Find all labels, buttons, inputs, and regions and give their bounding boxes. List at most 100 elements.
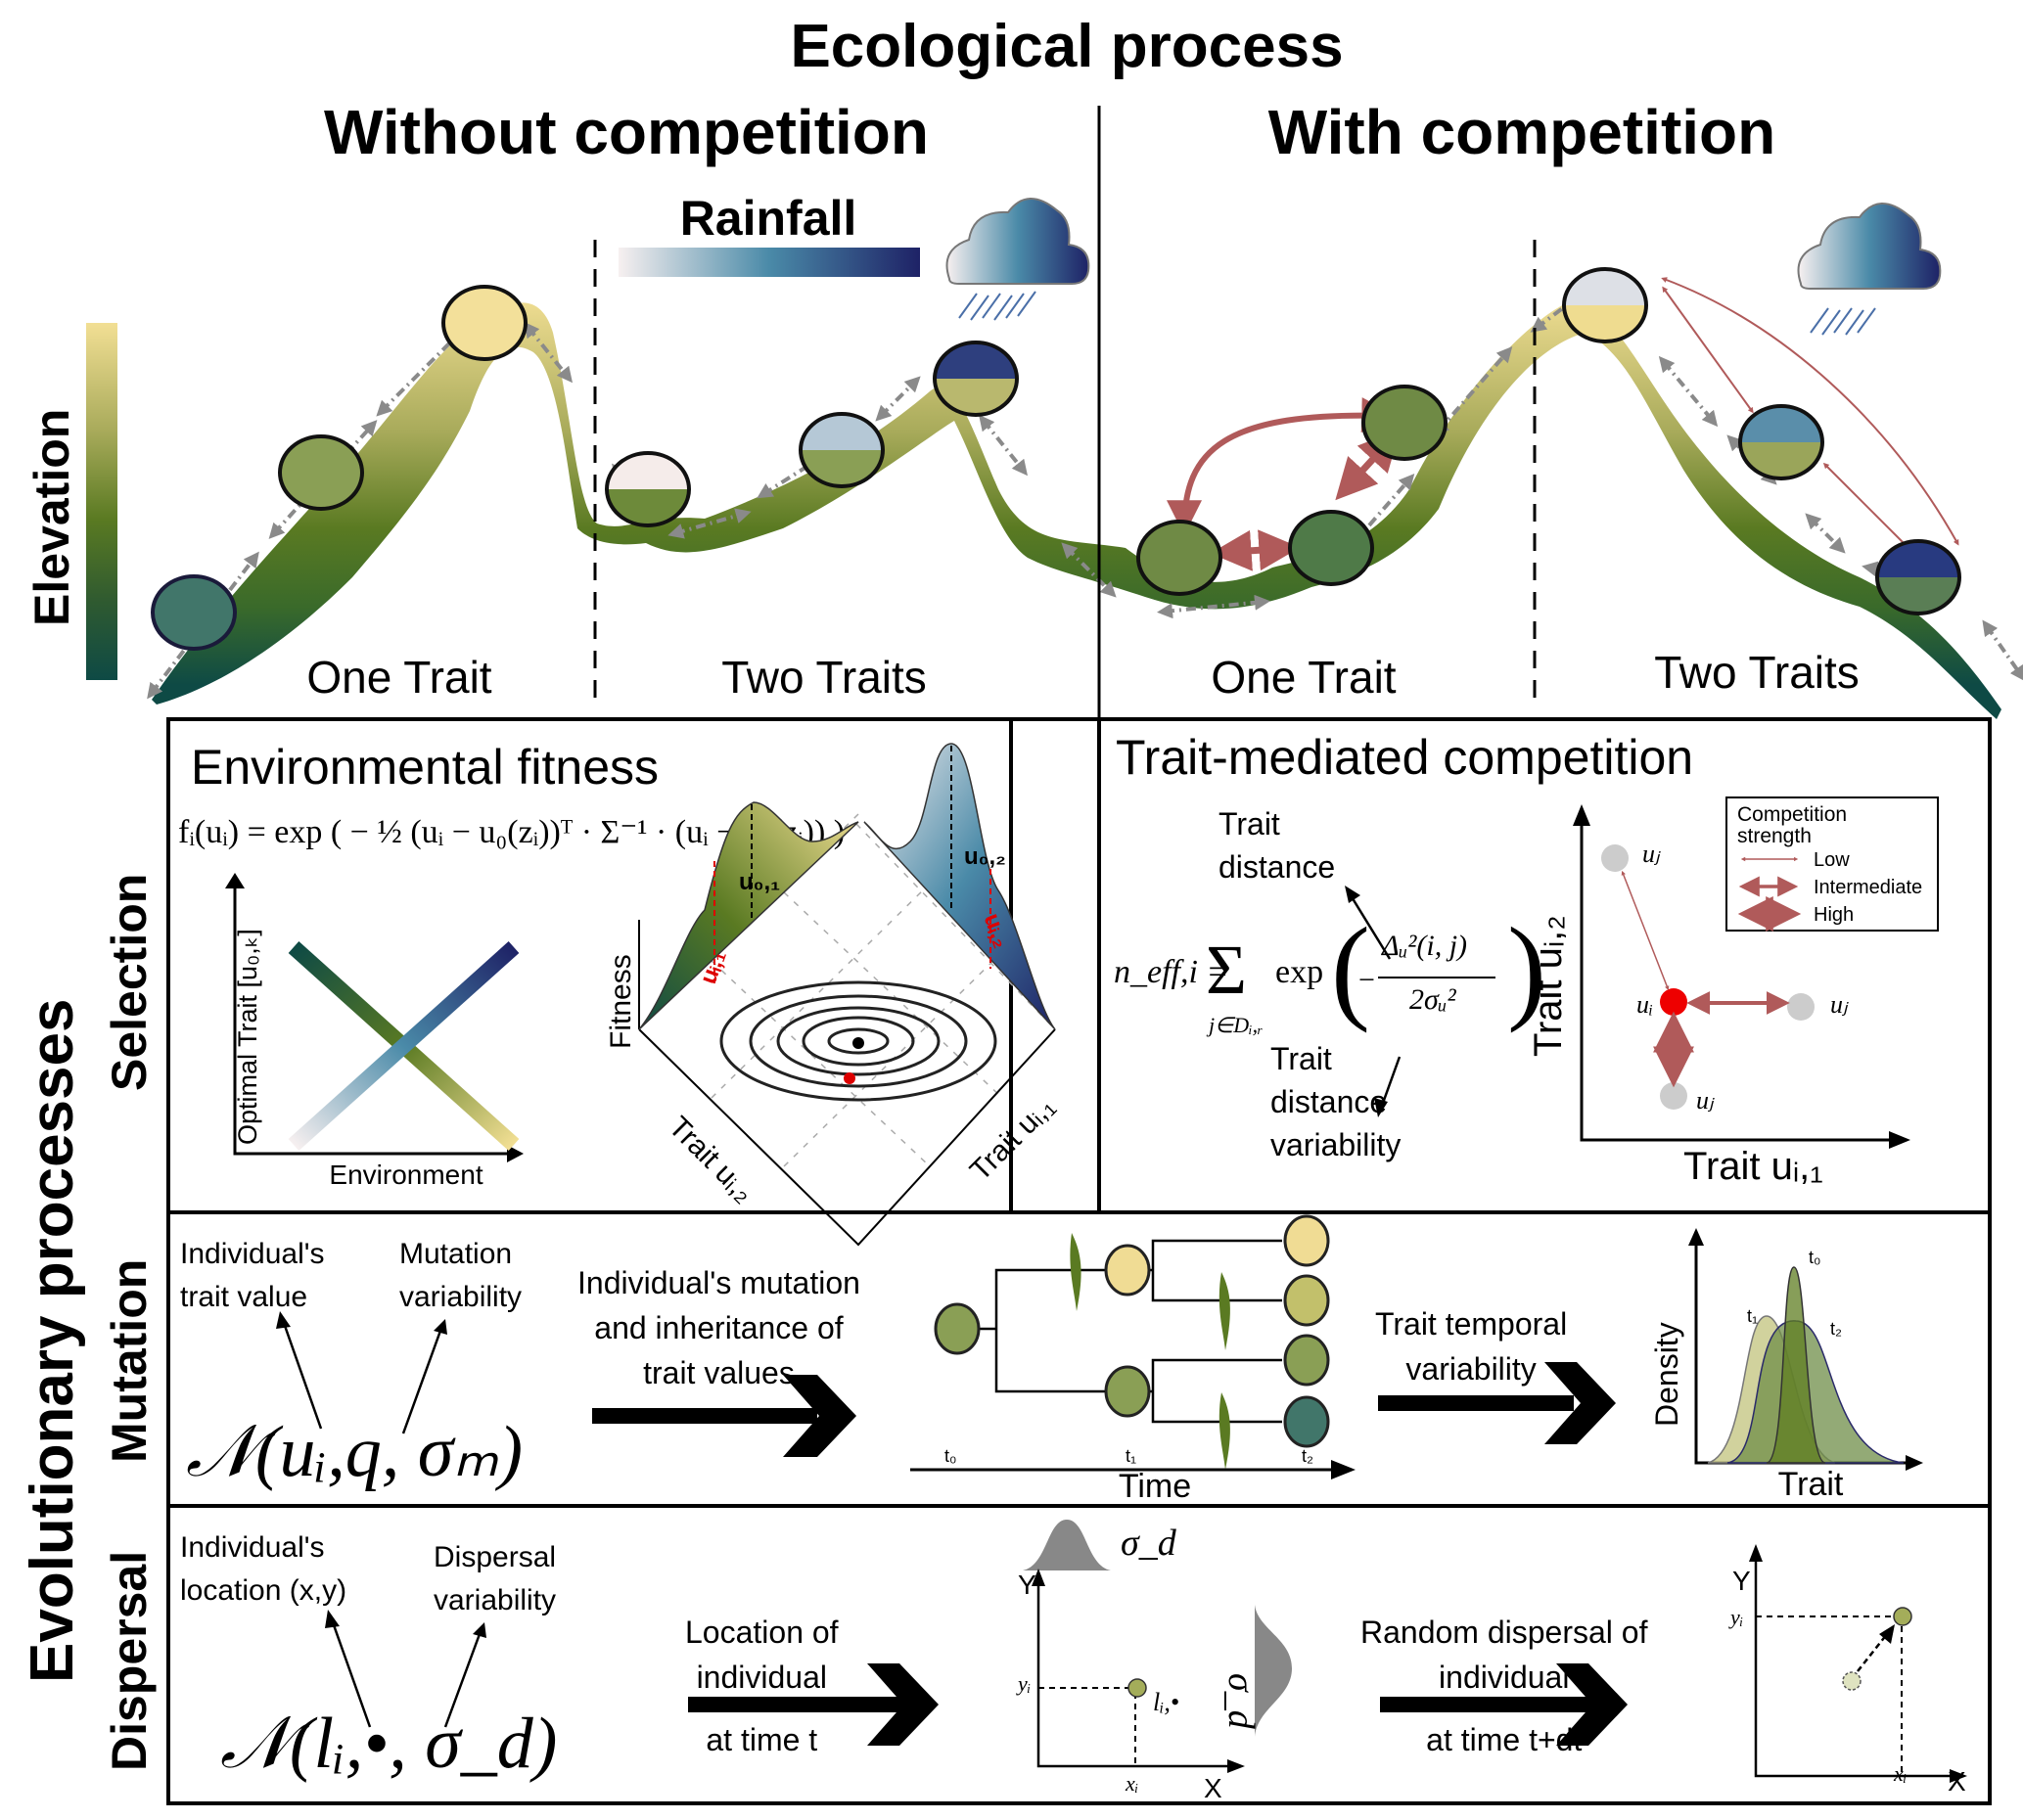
focal-point [1660,988,1687,1016]
density-curve-t0 [1766,1266,1826,1464]
plot2-yi-label: yᵢ [1730,1605,1744,1629]
time-axis-label: Time [1118,1468,1192,1505]
individual-point [844,1072,855,1084]
dispersal-location-plot [1023,1520,1292,1773]
rainfall-colorbar [619,248,920,277]
mutation-tree [910,1214,1356,1479]
sum-subscript: j∈Dᵢ,ᵣ [1209,1013,1264,1037]
section-label-two-traits-left: Two Traits [721,652,927,703]
optimal-trait-plot [225,873,524,1162]
without-competition-title: Without competition [324,97,929,167]
neff-lhs: n_eff,i = [1114,954,1229,990]
random-dispersal-right-arrow-icon [1380,1663,1628,1746]
plot1-xi-label: xᵢ [1126,1771,1139,1796]
peak2-label: u₀,₂ [964,843,1006,870]
temporal-right-arrow-icon [1378,1362,1616,1444]
minus-sign: − [1358,964,1375,996]
split-circle [605,451,691,527]
neighbor-point [1601,844,1629,872]
paren-close: ) [1507,903,1546,1033]
elevation-colorbar [86,323,117,680]
plot2-x-label: X [1948,1766,1966,1797]
rainfall-label: Rainfall [679,191,857,246]
elevation-label: Elevation [24,408,79,626]
density-label-t1: t₁ [1747,1306,1759,1326]
fraction-numerator: Δᵤ²(i, j) [1382,930,1468,962]
selection-label: Selection [102,873,157,1091]
tree-nodes [934,1214,1330,1448]
surface-base-axes [638,1028,1056,1247]
rain-cloud-icon [945,198,1090,321]
dispersal-annotation-arrows [325,1610,486,1728]
panel-dispersal [166,1504,1992,1805]
dispersal-moved-plot [1749,1544,1967,1783]
new-location-point [1893,1607,1912,1626]
paren-open: ( [1331,903,1370,1033]
plot1-yi-label: yᵢ [1018,1671,1032,1696]
rain-cloud-icon [1797,203,1942,336]
optimal-trait-axes [233,881,514,1156]
sigma-d-distribution-x [1023,1520,1111,1570]
neighbor-label: uⱼ [1830,990,1848,1019]
exp-label: exp [1275,954,1324,990]
section-label-one-trait-right: One Trait [1211,652,1397,703]
density-plot [1688,1228,1923,1471]
competition-title: Trait-mediated competition [1116,730,1694,785]
landscape-diagram [86,106,2023,724]
fraction-denominator: 2σᵤ² [1409,983,1456,1016]
section-label-one-trait-left: One Trait [306,652,492,703]
fitness-peak-trait1 [638,801,859,1030]
dispersal-label: Dispersal [102,1550,157,1771]
density-ylabel: Density [1649,1322,1684,1427]
low-competition-arrow [1621,870,1670,991]
optimal-trait-ylabel: Optimal Trait [u₀,ₖ] [233,929,262,1145]
time-label-t2: t₂ [1302,1446,1313,1466]
section-label-two-traits-right: Two Traits [1654,647,1860,698]
time-label-t0: t₀ [944,1446,957,1466]
legend-item-high: High [1814,904,1855,926]
env-fitness-title: Environmental fitness [191,740,660,795]
sigma-d-label-y: σ_d [1220,1673,1262,1729]
sigma-d-label-x: σ_d [1121,1523,1176,1564]
neighbor-point [1787,993,1815,1021]
optimum-point [852,1037,864,1049]
split-circle [1562,267,1648,343]
fitness-contours [719,980,997,1102]
competition-xlabel: Trait uᵢ,₁ [1683,1145,1823,1188]
competition-trait-plot [1573,804,1910,1149]
sigma-d-distribution-y [1255,1605,1292,1737]
fitness-peak-trait2 [863,743,1056,1030]
split-circle [1738,404,1824,480]
time-label-t1: t₁ [1126,1446,1137,1466]
mutation-distribution-icons [1070,1233,1230,1470]
dispersal-formula: 𝒩(lᵢ,•, σ_d) [220,1704,558,1784]
old-location-point [1842,1671,1862,1691]
focal-label: uᵢ [1636,990,1654,1019]
figure-title: Ecological process [790,13,1344,80]
plot2-xi-label: xᵢ [1894,1761,1908,1786]
fitness-surface-plot [638,743,1056,1247]
density-label-t0: t₀ [1809,1248,1821,1267]
split-circle [933,341,1019,417]
evolutionary-processes-label: Evolutionary processes [19,998,86,1684]
fitness-zlabel: Fitness [605,954,637,1049]
split-circle [1875,539,1961,615]
individual-location-point [1127,1678,1147,1698]
mutation-label: Mutation [102,1258,157,1463]
plot2-y-label: Y [1732,1566,1751,1596]
y-axis-arrow [225,873,245,888]
sum-symbol: Σ [1206,931,1247,1009]
formula-annotation-arrows [1345,886,1402,1117]
density-xlabel: Trait [1777,1466,1844,1503]
mutation-right-arrow-icon [592,1375,856,1457]
